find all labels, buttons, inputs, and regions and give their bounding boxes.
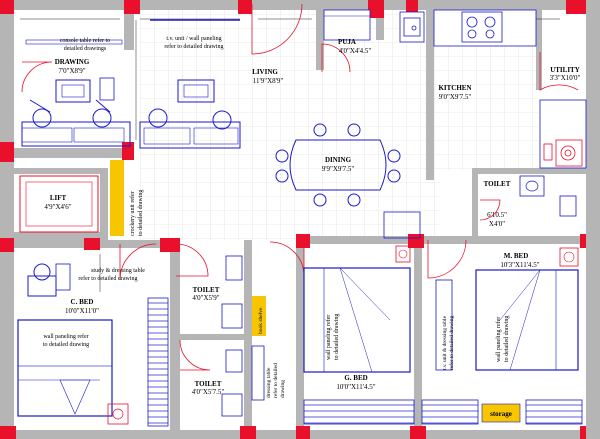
utility-dim: 3'3"X10'0"	[550, 74, 581, 82]
toilet2-dim: 4'0"X5'7.5"	[192, 388, 225, 396]
toilets-middle: TOILET 4'0"X5'9" TOILET 4'0"X5'7.5"	[192, 255, 243, 417]
wall-gbed-note-1: wall paneling refer	[325, 315, 332, 360]
console-note-1: console table refer to	[60, 37, 110, 44]
tv-mbed-note-1: t.v. unit & dressing table	[442, 315, 448, 370]
drawing-label: DRAWING	[55, 58, 90, 66]
wall-cbed-note-2: to detailed drawing	[43, 342, 89, 348]
gbed-dim: 10'0"X11'4.5"	[336, 383, 375, 391]
wall-gbed-note-2: to detailed drawing	[334, 314, 340, 360]
storage-label: storage	[490, 410, 512, 418]
c-bed-room: study & dressing table refer to detailed…	[17, 263, 169, 427]
book-shelve-label: book shelve	[258, 307, 264, 334]
svg-text:drawing: drawing	[280, 380, 286, 398]
toilet-right-dim1: 6'10.5"	[487, 211, 507, 219]
dining-table	[275, 123, 421, 239]
living-dim: 11'9"X8'9"	[253, 77, 284, 85]
svg-text:to detailed drawing: to detailed drawing	[138, 190, 144, 236]
tv-mbed-note-2: refer to detailed drawing	[448, 316, 455, 370]
crockery-note: crockery unit refer to detailed drawing	[129, 190, 144, 236]
crockery-unit	[110, 160, 124, 236]
wall-mbed-note-1: wall paneling refer	[495, 317, 502, 362]
lift-label: LIFT	[50, 194, 67, 202]
living-room: t.v. unit / wall paneling refer to detai…	[139, 19, 284, 149]
toilet-right-label: TOILET	[484, 180, 511, 188]
puja-dim: 4'0"X4'4.5"	[339, 47, 372, 55]
dressing-table-note: dressing table refer to detailed drawing	[266, 363, 286, 398]
gbed-label: G. BED	[344, 374, 367, 382]
columns	[0, 0, 586, 439]
lift-dim: 4'9"X4'6"	[44, 203, 71, 211]
toilet-right-dim2: X4'0"	[489, 220, 505, 228]
study-note-1: study & dressing table	[91, 268, 145, 274]
mbed-label: M. BED	[504, 252, 529, 260]
cbed-dim: 10'0"X11'0"	[65, 307, 99, 315]
drawing-dim: 7'0"X8'9"	[58, 67, 85, 75]
kitchen-counter	[399, 9, 587, 169]
dimension-lines	[20, 18, 560, 292]
wall-mbed-note-2: to detailed drawing	[504, 316, 510, 362]
puja-label: PUJA	[338, 38, 356, 46]
g-bed-room: wall paneling refer to detailed drawing …	[303, 245, 415, 425]
living-label: LIVING	[252, 68, 278, 76]
utility-label: UTILITY	[550, 66, 580, 74]
svg-text:refer to detailed: refer to detailed	[272, 363, 279, 398]
svg-text:crockery unit refer: crockery unit refer	[129, 191, 136, 236]
kitchen-dim: 9'0"X9'7.5"	[439, 93, 472, 101]
storage	[481, 403, 521, 423]
mbed-dim: 10'3"X11'4.5"	[500, 261, 539, 269]
toilet-right: TOILET 6'10.5" X4'0"	[484, 175, 577, 228]
kitchen-label: KITCHEN	[438, 84, 471, 92]
toilet1-label: TOILET	[193, 286, 220, 294]
drawing-room: console table refer to detailed drawings…	[21, 37, 131, 147]
toilet2-label: TOILET	[195, 380, 222, 388]
m-bed-room: M. BED 10'3"X11'4.5" t.v. unit & dressin…	[421, 247, 583, 425]
toilet1-dim: 4'0"X5'9"	[192, 294, 219, 302]
dressing-table	[251, 345, 265, 401]
lift: LIFT 4'9"X4'6"	[19, 175, 99, 233]
cbed-label: C. BED	[71, 298, 94, 306]
puja-room: PUJA 4'0"X4'4.5"	[323, 9, 372, 55]
svg-text:dressing table: dressing table	[266, 367, 272, 398]
console-note-2: detailed drawings	[64, 46, 107, 52]
wall-cbed-note-1: wall paneling refer	[43, 333, 88, 340]
book-shelve	[252, 296, 266, 336]
dining-label: DINING	[325, 156, 352, 164]
study-note-2: refer to detailed drawing	[78, 275, 137, 282]
dining-dim: 9'9"X9'7.5"	[322, 165, 355, 173]
tv-unit-note-1: t.v. unit / wall paneling	[166, 36, 221, 42]
tv-unit-note-2: refer to detailed drawing	[164, 43, 223, 50]
